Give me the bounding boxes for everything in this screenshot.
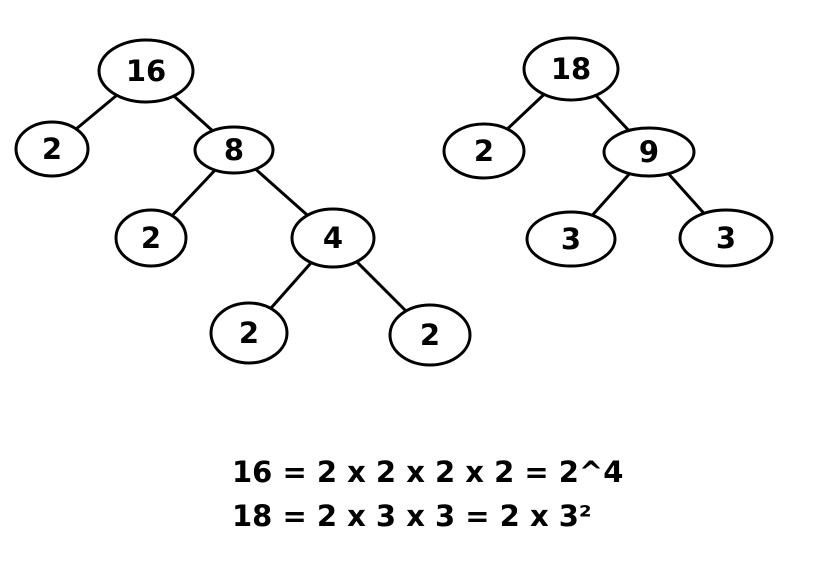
node-label-3a: 3	[561, 222, 581, 256]
node-label-3b: 3	[716, 221, 736, 255]
tree-nodes: 16 2 8 2 4 2 2 18 2 9 3 3	[14, 36, 774, 367]
equation-16: 16 = 2 x 2 x 2 x 2 = 2^4	[232, 455, 624, 489]
tree-node-8: 8	[193, 125, 275, 175]
edge-8-2b	[170, 169, 217, 217]
node-ellipse-16	[97, 38, 195, 104]
node-ellipse-2e	[442, 122, 526, 180]
edge-18-9	[594, 94, 630, 132]
tree-node-3b: 3	[678, 208, 774, 268]
edge-4-2c	[269, 261, 313, 310]
tree-node-18: 18	[522, 36, 620, 102]
node-label-2e: 2	[474, 134, 494, 168]
node-ellipse-2a	[14, 120, 90, 178]
tree-node-2b: 2	[114, 208, 188, 268]
tree-edges	[75, 93, 706, 313]
tree-node-9: 9	[602, 126, 696, 178]
node-ellipse-2d	[388, 303, 472, 367]
tree-node-2d: 2	[388, 303, 472, 367]
node-ellipse-4	[290, 207, 376, 269]
edge-16-2a	[75, 94, 118, 131]
node-label-2d: 2	[420, 318, 440, 352]
node-ellipse-2b	[114, 208, 188, 268]
edge-16-8	[172, 94, 214, 132]
tree-node-2a: 2	[14, 120, 90, 178]
tree-node-16: 16	[97, 38, 195, 104]
node-ellipse-3b	[678, 208, 774, 268]
tree-node-2c: 2	[209, 301, 289, 365]
node-label-2c: 2	[239, 316, 259, 350]
node-label-9: 9	[639, 135, 659, 169]
tree-node-3a: 3	[525, 210, 617, 268]
edge-8-4	[254, 168, 309, 217]
equation-18: 18 = 2 x 3 x 3 = 2 x 3²	[232, 499, 592, 533]
node-label-18: 18	[551, 52, 591, 86]
node-label-4: 4	[323, 221, 343, 255]
edge-18-2e	[506, 93, 546, 131]
edge-9-3a	[591, 172, 631, 217]
node-ellipse-9	[602, 126, 696, 178]
node-ellipse-8	[193, 125, 275, 175]
edge-4-2d	[355, 260, 408, 313]
tree-node-2e: 2	[442, 122, 526, 180]
tree-node-4: 4	[290, 207, 376, 269]
factorization-equations: 16 = 2 x 2 x 2 x 2 = 2^4 18 = 2 x 3 x 3 …	[232, 450, 623, 538]
node-label-16: 16	[126, 54, 166, 88]
node-label-2a: 2	[42, 132, 62, 166]
node-label-8: 8	[224, 133, 244, 167]
node-ellipse-3a	[525, 210, 617, 268]
node-ellipse-2c	[209, 301, 289, 365]
node-ellipse-18	[522, 36, 620, 102]
edge-9-3b	[667, 172, 706, 215]
node-label-2b: 2	[141, 221, 161, 255]
